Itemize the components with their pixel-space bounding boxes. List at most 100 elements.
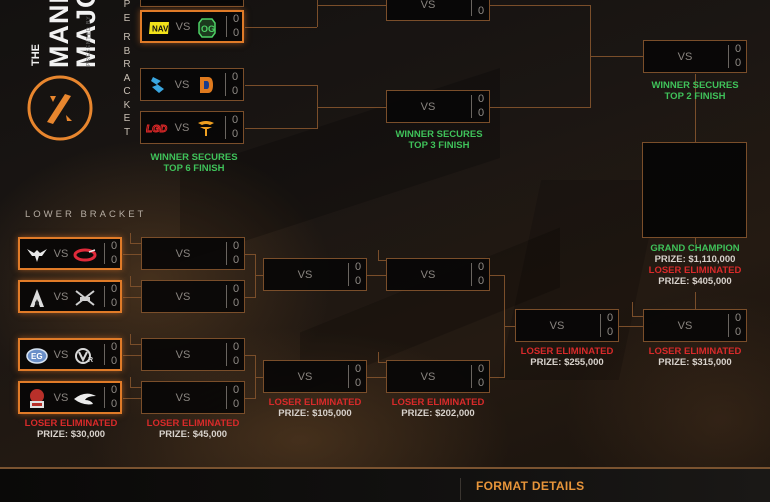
team1-score: 0	[231, 114, 239, 126]
vs-label: VS	[677, 50, 693, 63]
svg-text:NAVI: NAVI	[152, 24, 170, 33]
lower-r2-match-1[interactable]: VS 0 0	[141, 237, 245, 270]
vs-label: VS	[297, 268, 313, 281]
alliance-logo-icon	[24, 285, 50, 310]
bracket-connector-line	[130, 243, 141, 244]
prize-label: PRIZE: $315,000	[658, 357, 732, 368]
lower-r1-match-eg-vgr[interactable]: EG VS R 0 0	[18, 338, 122, 371]
vs-label: VS	[175, 247, 191, 260]
bracket-connector-line	[130, 377, 131, 387]
upper-r1-match-navi-og[interactable]: NAVI VS OG 0 0	[140, 10, 244, 43]
team1-score: 0	[110, 283, 118, 295]
presented-by: PRESENTED BY	[86, 15, 92, 66]
lower-r3-match-2[interactable]: VS 0 0	[263, 360, 367, 393]
eg-logo-icon: EG	[24, 343, 50, 368]
score-divider	[728, 314, 729, 337]
lower-final-note: LOSER ELIMINATED PRIZE: $315,000	[635, 346, 755, 368]
mvp-logo-icon	[72, 285, 98, 310]
team1-score: 0	[734, 43, 742, 55]
vs-label: VS	[53, 391, 69, 404]
score-divider	[104, 243, 105, 264]
lower-r4-match-1[interactable]: VS 0 0	[386, 258, 490, 291]
vs-label: VS	[297, 370, 313, 383]
score-divider	[348, 365, 349, 388]
lower-r4-match-2[interactable]: VS 0 0	[386, 360, 490, 393]
lower-r2-match-3[interactable]: VS 0 0	[141, 338, 245, 371]
bracket-connector-line	[123, 355, 141, 356]
score-divider	[104, 387, 105, 408]
upper-bracket-label-letter: R	[123, 32, 131, 43]
team1-score: 0	[232, 384, 240, 396]
upper-semi-match-2[interactable]: VS 0 0	[386, 90, 490, 123]
vs-label: VS	[420, 100, 436, 113]
team2-score: 0	[110, 254, 118, 266]
bracket-connector-line	[245, 27, 317, 28]
team1-score: 0	[477, 93, 485, 105]
bracket-connector-line	[130, 276, 131, 286]
bracket-connector-line	[130, 286, 141, 287]
prize-label: PRIZE: $105,000	[278, 408, 352, 419]
loser-eliminated-label: LOSER ELIMINATED	[648, 346, 742, 357]
team2-score: 0	[232, 254, 240, 266]
upper-r1-note: WINNER SECURES TOP 6 FINISH	[140, 152, 248, 174]
lower-r1-match-mineski-secret[interactable]: VS 0 0	[18, 381, 122, 414]
team2-score: 0	[232, 27, 240, 39]
team2-score: 0	[231, 85, 239, 97]
score-divider	[226, 16, 227, 37]
team1-score: 0	[606, 312, 614, 324]
lower-r2-note: LOSER ELIMINATED PRIZE: $45,000	[134, 418, 252, 440]
vs-label: VS	[175, 290, 191, 303]
score-divider	[226, 343, 227, 366]
score-divider	[226, 285, 227, 308]
lower-r5-match[interactable]: VS 0 0	[515, 309, 619, 342]
bracket-connector-line	[490, 377, 504, 378]
grand-final-box[interactable]	[642, 142, 747, 238]
upper-r1-match-newbee-dc[interactable]: VS 0 0	[140, 68, 244, 101]
bracket-connector-line	[245, 297, 255, 298]
loser-eliminated-label: LOSER ELIMINATED	[520, 346, 614, 357]
vgr-logo-icon: R	[72, 343, 98, 368]
vs-label: VS	[174, 78, 190, 91]
bracket-connector-line	[130, 334, 131, 344]
team2-score: 0	[477, 377, 485, 389]
loser-eliminated-label: LOSER ELIMINATED	[391, 397, 485, 408]
bracket-connector-line	[123, 297, 141, 298]
lower-r1-match-wings-col[interactable]: VS 0 0	[18, 237, 122, 270]
team2-score: 0	[110, 398, 118, 410]
vs-label: VS	[175, 391, 191, 404]
team1-score: 0	[110, 240, 118, 252]
upper-semis-note: WINNER SECURES TOP 3 FINISH	[384, 129, 494, 151]
bracket-connector-line	[490, 5, 590, 6]
lower-r2-match-2[interactable]: VS 0 0	[141, 280, 245, 313]
svg-text:EG: EG	[31, 352, 43, 361]
upper-r1-match-lgd-fnatic[interactable]: LGD VS 0 0	[140, 111, 244, 144]
lower-r3-match-1[interactable]: VS 0 0	[263, 258, 367, 291]
score-divider	[226, 242, 227, 265]
prize-label: PRIZE: $45,000	[158, 429, 228, 440]
bracket-connector-line	[317, 5, 386, 6]
digital-chaos-logo-icon	[193, 72, 219, 97]
vs-label: VS	[677, 319, 693, 332]
bracket-connector-line	[378, 250, 379, 260]
upper-final-note: WINNER SECURES TOP 2 FINISH	[640, 80, 750, 102]
upper-final-match[interactable]: VS 0 0	[643, 40, 747, 73]
upper-bracket-label-letter: E	[123, 12, 131, 24]
lower-final-match[interactable]: VS 0 0	[643, 309, 747, 342]
format-details-heading[interactable]: FORMAT DETAILS	[476, 479, 585, 493]
upper-semi-match-1[interactable]: VS 0	[386, 0, 490, 21]
lower-r1-match-alliance-mvp[interactable]: VS 0 0	[18, 280, 122, 313]
upper-bracket-label-letter: B	[123, 45, 131, 57]
team1-score: 0	[231, 71, 239, 83]
lower-r2-match-4[interactable]: VS 0 0	[141, 381, 245, 414]
svg-text:OG: OG	[201, 24, 215, 34]
grand-final-loser-label: LOSER ELIMINATED	[648, 265, 742, 276]
bracket-connector-line	[367, 275, 386, 276]
bracket-connector-line	[378, 260, 386, 261]
upper-bracket-label-letter: K	[123, 99, 131, 111]
bracket-connector-line	[130, 233, 131, 243]
upper-bracket-label-letter: A	[123, 72, 131, 84]
bracket-connector-line	[695, 74, 696, 142]
note-line: WINNER SECURES	[395, 129, 483, 140]
upper-r1-match-partial[interactable]	[140, 0, 244, 7]
